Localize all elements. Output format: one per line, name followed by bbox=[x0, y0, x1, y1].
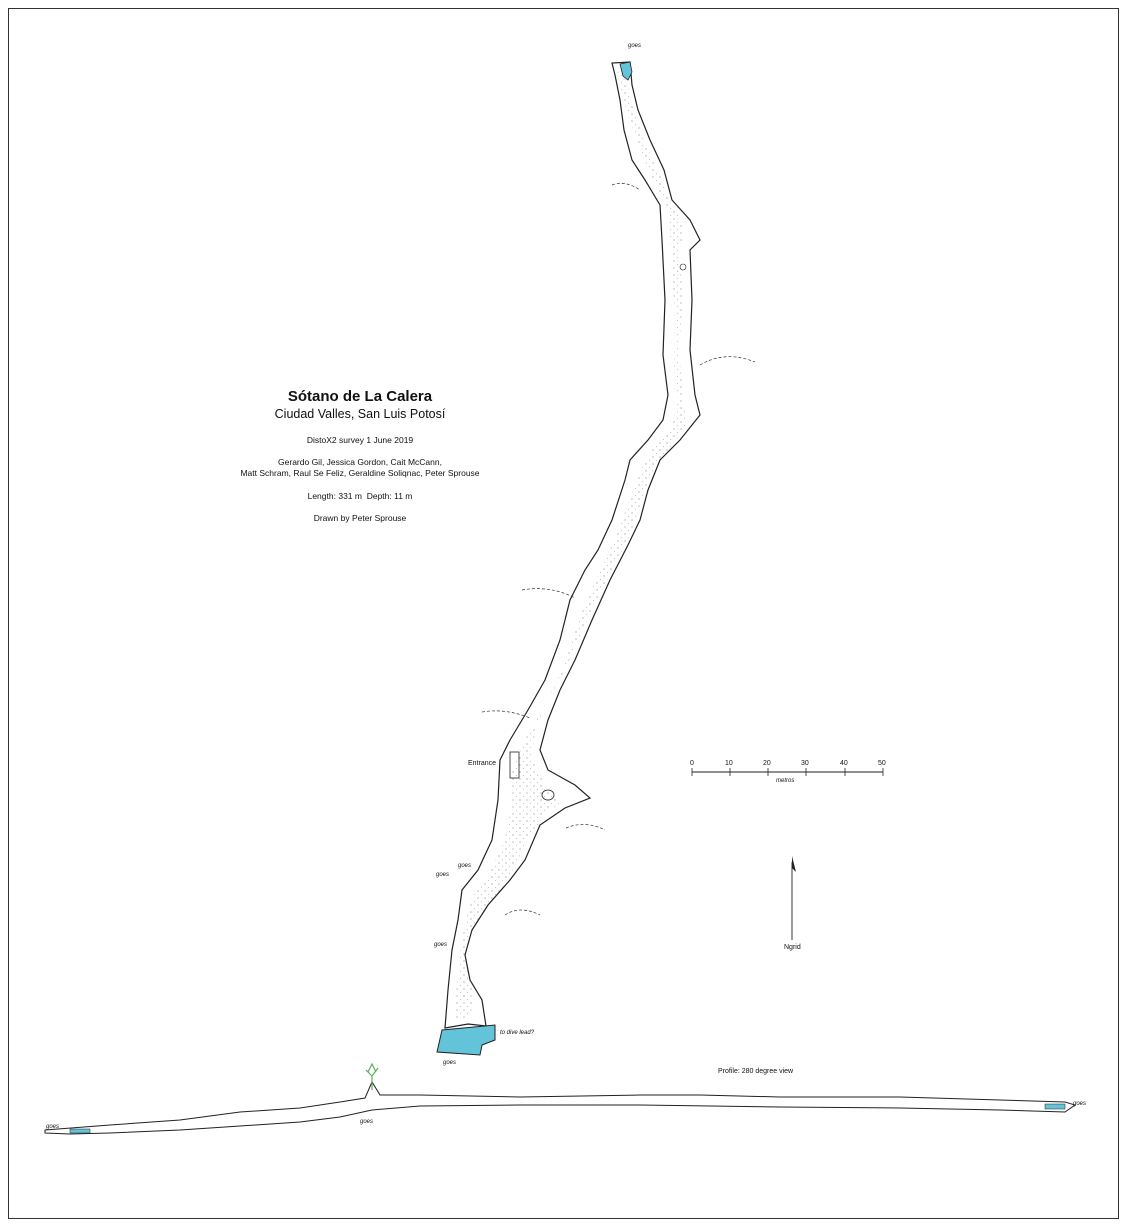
floor-feature bbox=[541, 789, 555, 801]
profile-outline bbox=[44, 1080, 1077, 1135]
goes-label: goes bbox=[458, 863, 472, 869]
entrance-label: Entrance bbox=[468, 760, 497, 767]
scale-unit: metros bbox=[776, 778, 795, 784]
location: Ciudad Valles, San Luis Potosí bbox=[274, 407, 446, 421]
water-pool-north bbox=[619, 61, 633, 81]
scale-tick-label: 10 bbox=[725, 760, 733, 767]
cave-plan bbox=[436, 61, 756, 1056]
goes-label: goes bbox=[628, 43, 642, 49]
scale-tick-label: 40 bbox=[840, 760, 848, 767]
survey-info: DistoX2 survey 1 June 2019 bbox=[306, 435, 414, 445]
water-pool-south bbox=[436, 1024, 496, 1056]
cave-name: Sótano de La Calera bbox=[287, 388, 433, 405]
side-lead bbox=[565, 824, 606, 831]
north-label: Ngrid bbox=[784, 944, 801, 951]
scale-bar bbox=[691, 768, 884, 776]
title-block: Sótano de La Calera Ciudad Valles, San L… bbox=[200, 388, 520, 523]
scale-tick-label: 30 bbox=[801, 760, 809, 767]
side-lead bbox=[481, 710, 531, 719]
goes-label: goes bbox=[46, 1124, 60, 1130]
entrance-block bbox=[509, 751, 520, 779]
goes-label: goes bbox=[443, 1060, 457, 1066]
side-lead bbox=[504, 909, 541, 916]
tree-icon bbox=[365, 1062, 379, 1090]
water-pool-profile-west bbox=[69, 1128, 91, 1134]
map-frame bbox=[8, 8, 1119, 1219]
side-lead bbox=[611, 183, 641, 191]
length-label: Length: bbox=[307, 491, 336, 502]
length-value: 331 m bbox=[338, 491, 362, 502]
north-arrow bbox=[791, 856, 796, 940]
floor-fill bbox=[455, 70, 688, 1020]
scale-tick-label: 20 bbox=[763, 760, 771, 767]
surveyors-line-1: Gerardo Gil, Jessica Gordon, Cait McCann… bbox=[278, 457, 442, 467]
dive-lead-label: to dive lead? bbox=[500, 1030, 535, 1036]
depth-label: Depth: bbox=[366, 491, 392, 502]
floor-feature bbox=[679, 263, 687, 271]
goes-label: goes bbox=[1073, 1101, 1087, 1107]
side-lead bbox=[699, 356, 756, 366]
scale-tick-label: 50 bbox=[878, 760, 886, 767]
profile-label: Profile: 280 degree view bbox=[718, 1068, 794, 1075]
dimensions: Length: 331 m Depth: 11 m bbox=[200, 491, 520, 501]
surveyors-line-2: Matt Schram, Raul Se Feliz, Geraldine So… bbox=[240, 468, 480, 479]
depth-value: 11 m bbox=[394, 491, 413, 502]
water-pool-profile-east bbox=[1044, 1103, 1066, 1110]
scale-tick-label: 0 bbox=[690, 760, 694, 767]
goes-label: goes bbox=[360, 1119, 374, 1125]
side-lead bbox=[521, 588, 576, 599]
cave-profile bbox=[44, 1062, 1077, 1135]
drawn-by: Drawn by Peter Sprouse bbox=[313, 513, 407, 524]
goes-label: goes bbox=[434, 942, 448, 948]
goes-label: goes bbox=[436, 872, 450, 878]
